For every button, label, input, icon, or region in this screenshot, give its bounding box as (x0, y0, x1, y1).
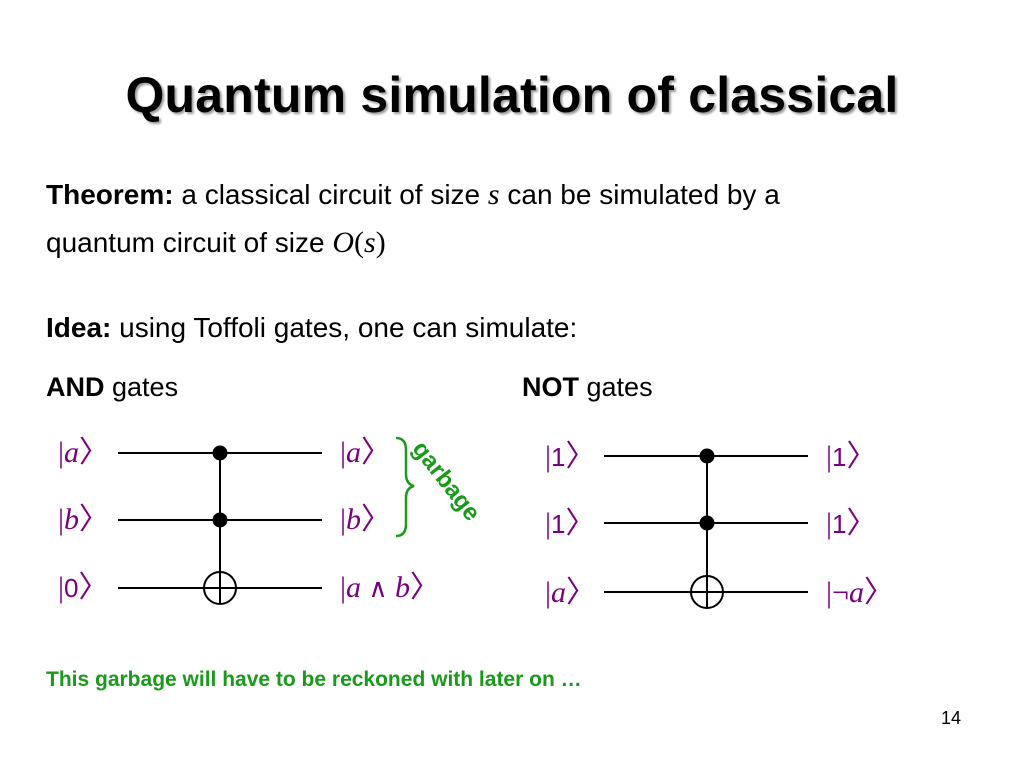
bigo-close-paren: ) (375, 226, 386, 259)
and-target-xor (203, 571, 237, 605)
and-gates-heading: AND gates (46, 372, 178, 403)
and-input-ket-a: |a〉 (58, 436, 110, 469)
not-gates-heading: NOT gates (522, 372, 653, 403)
and-input-ket-b: |b〉 (58, 503, 110, 536)
bigo-arg: s (364, 226, 376, 259)
theorem-text-1: a classical circuit of size (181, 179, 481, 210)
idea-line: Idea: using Toffoli gates, one can simul… (46, 312, 577, 344)
garbage-brace (395, 436, 415, 538)
not-gates-rest: gates (586, 372, 653, 402)
not-control-dot-2 (699, 515, 715, 531)
and-output-ket-a: |a〉 (340, 436, 392, 469)
not-output-ket-not-a: |¬a〉 (826, 576, 894, 609)
and-control-dot-b (212, 512, 228, 528)
and-output-ket-b: |b〉 (340, 503, 392, 536)
theorem-var-s: s (487, 178, 500, 211)
not-input-ket-1a: |1〉 (545, 440, 596, 473)
and-gates-bold: AND (46, 372, 105, 402)
not-toffoli-circuit (604, 448, 808, 609)
bigo-open-paren: ( (354, 226, 365, 259)
idea-label: Idea: (46, 312, 112, 343)
theorem-text-3: quantum circuit of size (46, 227, 325, 258)
not-input-ket-a: |a〉 (545, 576, 597, 609)
theorem-line-2: quantum circuit of size O(s) (46, 226, 386, 260)
theorem-text-2: can be simulated by a (507, 179, 780, 210)
not-output-ket-1b: |1〉 (826, 507, 877, 540)
theorem-label: Theorem: (46, 179, 174, 210)
not-input-ket-1b: |1〉 (545, 507, 596, 540)
page-number: 14 (941, 708, 962, 728)
and-gates-rest: gates (112, 372, 179, 402)
not-gates-bold: NOT (522, 372, 579, 402)
idea-text: using Toffoli gates, one can simulate: (119, 312, 578, 343)
garbage-footnote: This garbage will have to be reckoned wi… (46, 668, 582, 691)
bigo-symbol: O (332, 226, 355, 259)
not-output-ket-1a: |1〉 (826, 440, 877, 473)
not-target-xor (690, 575, 724, 609)
and-control-dot-a (212, 445, 228, 461)
and-output-ket-a-and-b: |a ∧ b〉 (340, 571, 441, 604)
and-input-ket-0: |0〉 (58, 571, 109, 604)
and-toffoli-circuit (118, 445, 322, 605)
not-control-dot-1 (699, 448, 715, 464)
slide-title: Quantum simulation of classical (125, 67, 899, 123)
theorem-line-1: Theorem: a classical circuit of size s c… (46, 178, 780, 212)
